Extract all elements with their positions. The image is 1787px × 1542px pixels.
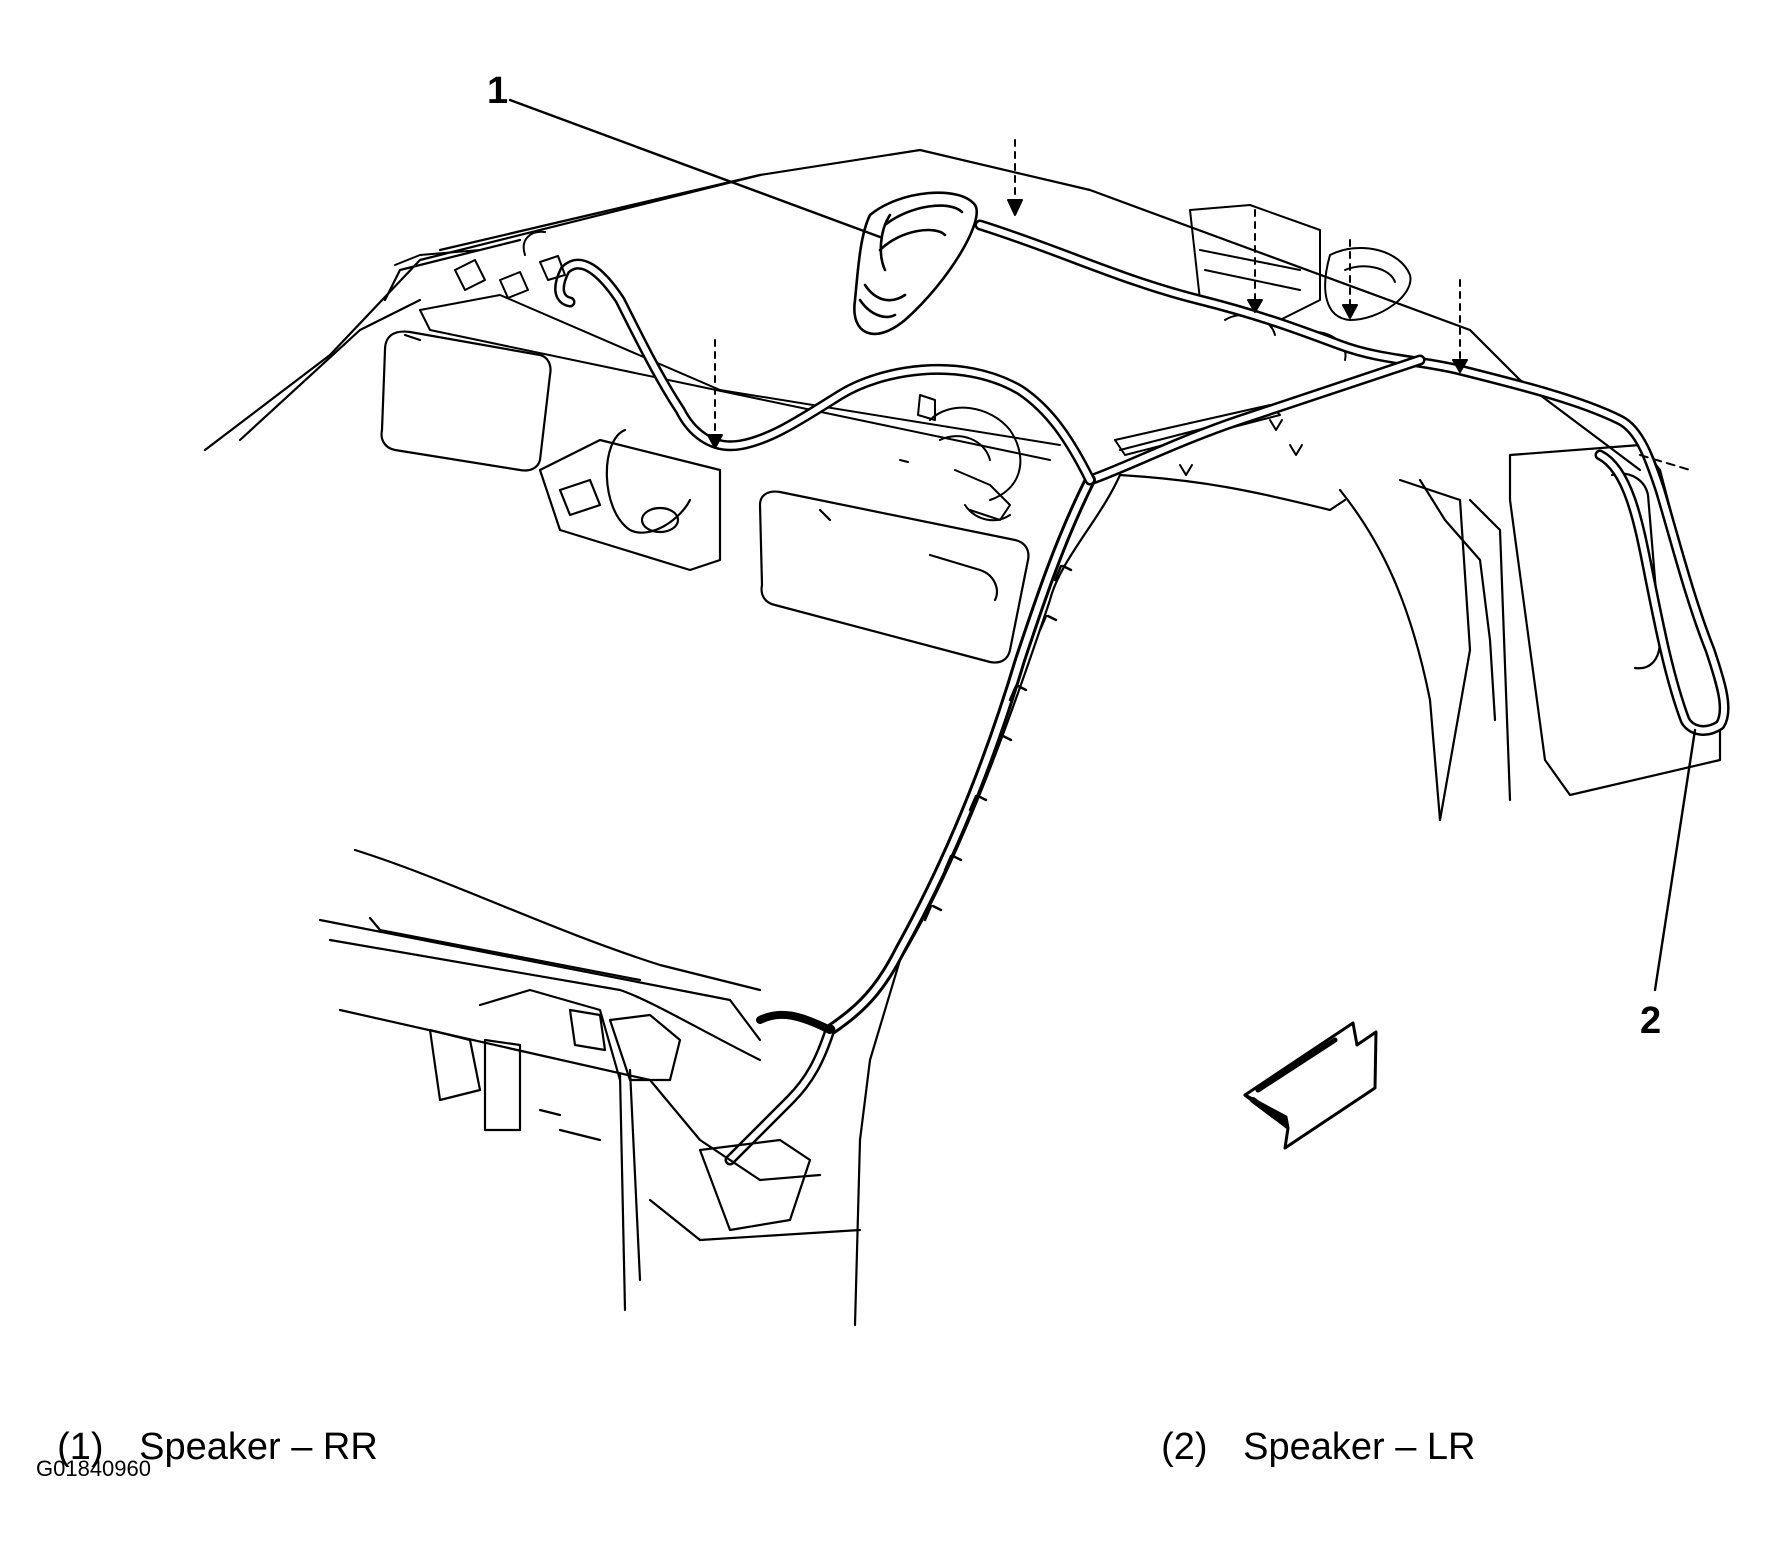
figure-id: G01840960 — [36, 1456, 151, 1481]
legend-label: Speaker – RR — [139, 1426, 378, 1468]
callout-1-label: 1 — [487, 70, 509, 112]
sun-visor-right — [758, 490, 1030, 664]
rearview-mirror — [538, 428, 722, 572]
header-panel — [394, 249, 1061, 461]
forward-arrow-icon — [1243, 1021, 1378, 1150]
cowl-assembly — [318, 848, 862, 1312]
rear-bracket — [1189, 204, 1412, 361]
callout-2-label: 2 — [1640, 1000, 1662, 1042]
legend-item-2: (2) Speaker – LR — [1140, 1390, 1476, 1468]
legend-number: (2) — [1161, 1426, 1208, 1468]
header-clips — [454, 230, 566, 299]
sun-visor-left — [380, 330, 552, 472]
rear-quarter-window — [1398, 443, 1722, 822]
harness-markers — [923, 564, 1073, 922]
legend-item-1: (1) Speaker – RR — [36, 1390, 378, 1466]
door-opening — [853, 473, 1497, 1327]
retainer-clips — [707, 139, 1691, 476]
callout-2-leader — [1653, 728, 1697, 992]
speaker-rr — [853, 191, 978, 336]
legend-number: (1) — [57, 1426, 104, 1468]
roof-outline — [203, 148, 1642, 472]
overhead-console — [899, 394, 1022, 522]
legend-label: Speaker – LR — [1243, 1426, 1476, 1468]
wiring-harness — [554, 219, 1730, 1166]
callout-1-leader — [508, 98, 882, 239]
